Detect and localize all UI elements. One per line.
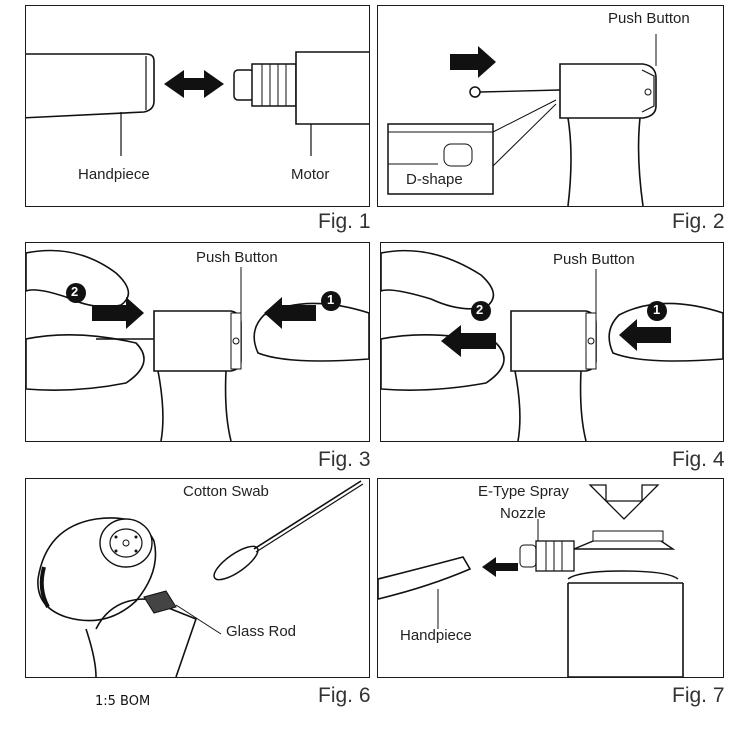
step-2-badge: 2: [476, 302, 484, 317]
figure-1-panel: Handpiece Motor: [25, 5, 370, 207]
figure-3-caption: Fig. 3: [318, 448, 371, 471]
figure-6-panel: Cotton Swab Glass Rod: [25, 478, 370, 678]
d-shape-label: D-shape: [406, 171, 463, 188]
figure-1-caption: Fig. 1: [318, 210, 371, 233]
handpiece-label: Handpiece: [78, 166, 150, 183]
handpiece-motor-illustration: [26, 51, 369, 156]
figure-4-panel: Push Button 2 1: [380, 242, 724, 442]
push-button-label: Push Button: [196, 249, 278, 266]
figure-7-panel: E-Type Spray Nozzle Handpiece: [377, 478, 724, 678]
bur-removal-illustration: [26, 249, 369, 441]
push-button-label: Push Button: [608, 10, 690, 27]
step-1-badge: 1: [653, 302, 661, 317]
cotton-swab-label: Cotton Swab: [183, 483, 269, 500]
push-button-label: Push Button: [553, 251, 635, 268]
glass-rod-cleaning-illustration: [37, 480, 364, 677]
motor-label: Motor: [291, 166, 330, 183]
bur-ejection-illustration: [381, 249, 723, 441]
footer-note: 1:5 BOM: [95, 694, 151, 709]
spray-nozzle-label-line2: Nozzle: [500, 505, 546, 522]
spray-nozzle-label-line1: E-Type Spray: [478, 483, 569, 500]
figure-2-caption: Fig. 2: [672, 210, 725, 233]
figure-4-caption: Fig. 4: [672, 448, 725, 471]
step-1-badge: 1: [327, 292, 335, 307]
figure-2-panel: Push Button D-shape: [377, 5, 724, 207]
handpiece-label: Handpiece: [400, 627, 472, 644]
figure-6-caption: Fig. 6: [318, 684, 371, 707]
figure-3-panel: Push Button 2 1: [25, 242, 370, 442]
spray-nozzle-illustration: [378, 484, 684, 677]
figure-7-caption: Fig. 7: [672, 684, 725, 707]
step-2-badge: 2: [71, 284, 79, 299]
bur-insertion-illustration: [387, 34, 657, 206]
glass-rod-label: Glass Rod: [226, 623, 297, 640]
